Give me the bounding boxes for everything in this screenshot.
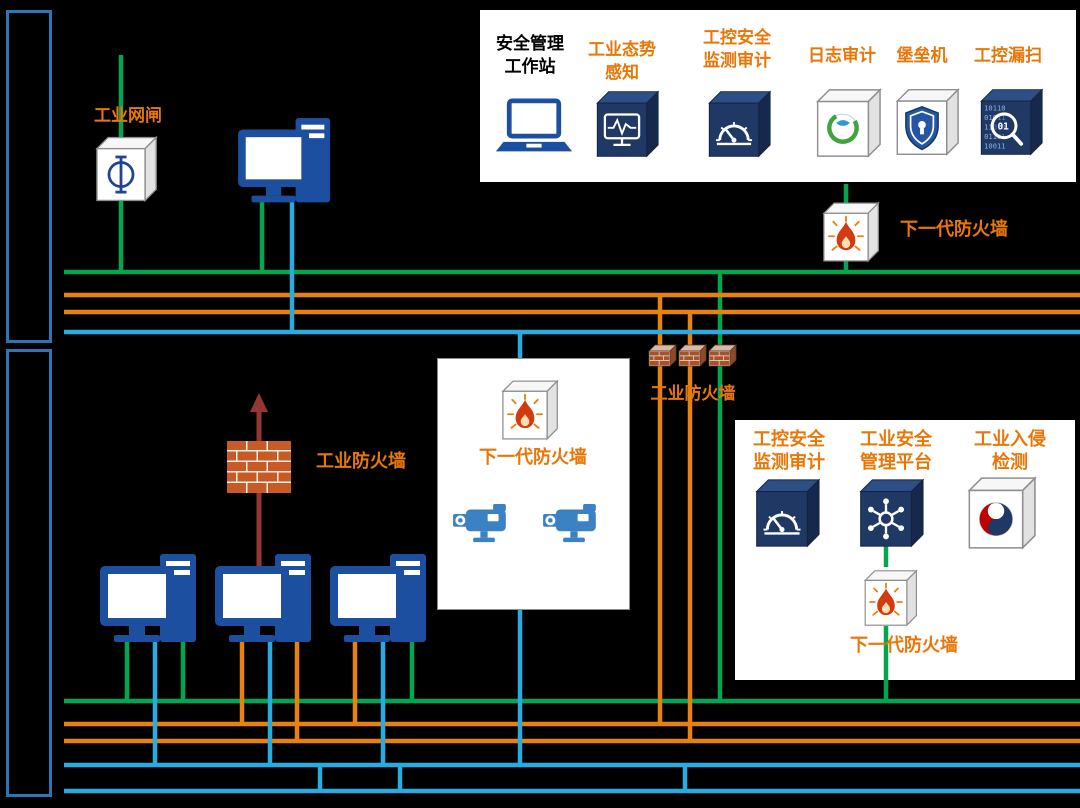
camera-icon-2 — [541, 504, 607, 544]
situation-awareness-cube-icon — [584, 86, 660, 162]
laptop-icon — [494, 98, 574, 159]
label-industrial-firewall-left: 工业防火墙 — [316, 451, 406, 471]
management-platform-cube-icon — [847, 474, 925, 552]
label-ngfw-top-right: 下一代防火墙 — [900, 219, 1008, 239]
left-lane-upper — [6, 10, 52, 343]
label-industrial-gatekeeper: 工业网闸 — [94, 106, 162, 125]
monitor-audit-cube-icon — [696, 86, 772, 162]
legend-label-situation-awareness: 工业态势 感知 — [588, 40, 656, 82]
industrial-gatekeeper-icon — [84, 132, 158, 206]
industrial-firewall-cube-icon-1 — [645, 342, 677, 372]
legend-label-workstation: 安全管理 工作站 — [496, 34, 564, 76]
ngfw-bottom-right-icon — [854, 566, 918, 630]
field-workstation-icon-2 — [215, 554, 315, 650]
legend-label-vuln-scan: 工控漏扫 — [974, 46, 1042, 65]
panel-label-management-platform: 工业安全 管理平台 — [860, 429, 932, 472]
legend-label-bastion-host: 堡垒机 — [896, 46, 948, 65]
industrial-firewall-brick-wall-icon — [227, 441, 291, 493]
panel-monitor-audit-cube-icon — [743, 474, 821, 552]
right-security-panel — [735, 420, 1075, 680]
vuln-scan-cube-icon — [968, 84, 1044, 160]
label-industrial-firewall-center: 工业防火墙 — [650, 384, 736, 403]
field-workstation-icon-1 — [100, 554, 200, 650]
ngfw-center-icon — [491, 376, 559, 444]
intrusion-detection-cube-icon — [955, 472, 1037, 554]
label-ngfw-bottom-right: 下一代防火墙 — [850, 635, 958, 655]
management-workstation-icon — [238, 118, 334, 210]
panel-label-intrusion-detection: 工业入侵 检测 — [974, 429, 1046, 472]
legend-label-log-audit: 日志审计 — [808, 46, 876, 65]
legend-label-monitor-audit: 工控安全 监测审计 — [703, 28, 771, 70]
camera-icon-1 — [451, 504, 517, 544]
bastion-host-cube-icon — [884, 84, 960, 160]
industrial-firewall-cube-icon-2 — [675, 342, 707, 372]
log-audit-cube-icon — [804, 84, 882, 162]
field-workstation-icon-3 — [330, 554, 430, 650]
industrial-firewall-cube-icon-3 — [705, 342, 737, 372]
panel-label-monitor-audit: 工控安全 监测审计 — [753, 429, 825, 472]
ngfw-top-right-icon — [812, 198, 880, 266]
left-lane-lower — [6, 349, 52, 797]
label-ngfw-center: 下一代防火墙 — [479, 447, 587, 467]
top-legend-panel — [478, 8, 1078, 184]
